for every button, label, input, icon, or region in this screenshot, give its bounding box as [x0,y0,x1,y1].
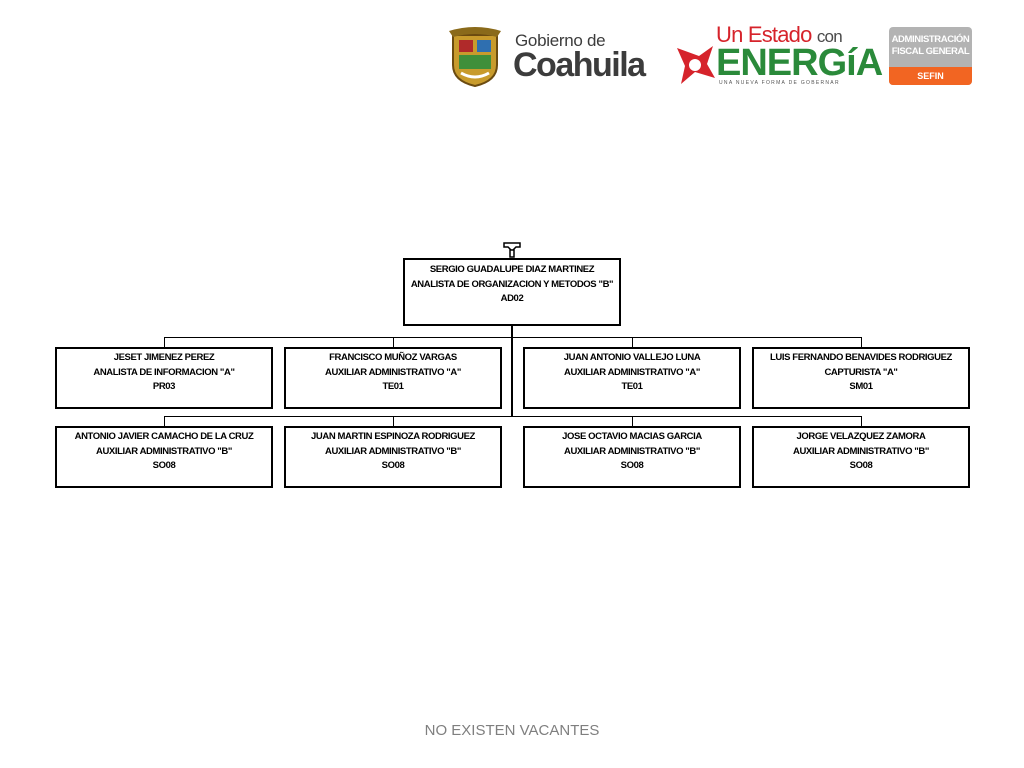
arrow-up-icon[interactable] [503,242,521,258]
node-title: AUXILIAR ADMINISTRATIVO "B" [564,445,700,457]
org-node-root[interactable]: SERGIO GUADALUPE DIAZ MARTINEZ ANALISTA D… [403,258,621,326]
org-node[interactable]: JUAN ANTONIO VALLEJO LUNA AUXILIAR ADMINI… [523,347,741,409]
node-title: AUXILIAR ADMINISTRATIVO "B" [325,445,461,457]
energia-tagline: UNA NUEVA FORMA DE GOBERNAR [719,80,840,86]
node-code: AD02 [500,293,524,304]
coahuila-logo-text: Coahuila [513,46,646,84]
connector-drop-row2 [861,416,862,426]
gobierno-de-text: Gobierno de [515,31,606,50]
node-title: AUXILIAR ADMINISTRATIVO "A" [564,366,700,378]
vacancies-note: NO EXISTEN VACANTES [424,722,600,739]
org-node[interactable]: FRANCISCO MUÑOZ VARGAS AUXILIAR ADMINISTR… [284,347,502,409]
coahuila-coat-of-arms-logo [449,27,501,87]
connector-drop-row1 [393,337,394,347]
org-node[interactable]: JORGE VELAZQUEZ ZAMORA AUXILIAR ADMINISTR… [752,426,970,488]
node-code: SM01 [849,381,873,392]
connector-drop-row1 [632,337,633,347]
node-title: AUXILIAR ADMINISTRATIVO "B" [96,445,232,457]
org-node[interactable]: ANTONIO JAVIER CAMACHO DE LA CRUZ AUXILIA… [55,426,273,488]
node-title: AUXILIAR ADMINISTRATIVO "B" [793,445,929,457]
node-name: ANTONIO JAVIER CAMACHO DE LA CRUZ [74,431,254,442]
node-name: LUIS FERNANDO BENAVIDES RODRIGUEZ [770,352,952,363]
node-name: JOSE OCTAVIO MACIAS GARCIA [562,431,702,442]
energia-logo-text: ENERGíA [716,42,883,84]
node-title: ANALISTA DE INFORMACION "A" [93,366,235,378]
connector-drop-row2 [393,416,394,426]
afg-logo-text: ADMINISTRACIÓN FISCAL GENERAL [889,34,972,58]
node-name: JUAN MARTIN ESPINOZA RODRIGUEZ [311,431,475,442]
connector-drop-row2 [164,416,165,426]
connector-bus-row1 [164,337,862,338]
energia-star-icon [677,46,715,84]
node-name: JUAN ANTONIO VALLEJO LUNA [563,352,701,363]
connector-drop-row2 [632,416,633,426]
org-node[interactable]: JOSE OCTAVIO MACIAS GARCIA AUXILIAR ADMIN… [523,426,741,488]
connector-drop-row1 [164,337,165,347]
node-name: JORGE VELAZQUEZ ZAMORA [796,431,926,442]
connector-spine [511,326,513,417]
node-code: PR03 [152,381,176,392]
node-name: JESET JIMENEZ PEREZ [113,352,215,363]
un-estado-text: Un Estado [716,22,812,47]
node-title: AUXILIAR ADMINISTRATIVO "A" [325,366,461,378]
node-name: SERGIO GUADALUPE DIAZ MARTINEZ [429,264,595,275]
node-code: SO08 [849,460,873,471]
node-code: SO08 [381,460,405,471]
sefin-band: SEFIN [889,67,972,85]
connector-bus-row2 [164,416,862,417]
org-node[interactable]: LUIS FERNANDO BENAVIDES RODRIGUEZ CAPTURI… [752,347,970,409]
org-node[interactable]: JUAN MARTIN ESPINOZA RODRIGUEZ AUXILIAR A… [284,426,502,488]
org-node[interactable]: JESET JIMENEZ PEREZ ANALISTA DE INFORMACI… [55,347,273,409]
afg-line1: ADMINISTRACIÓN [891,34,970,45]
afg-line2: FISCAL GENERAL [891,46,970,57]
node-title: CAPTURISTA "A" [824,366,898,378]
un-estado-con-logo: Un Estado con [716,22,843,48]
node-code: TE01 [621,381,643,392]
node-title: ANALISTA DE ORGANIZACION Y METODOS "B" [410,278,614,290]
node-code: TE01 [382,381,404,392]
node-code: SO08 [620,460,644,471]
con-text: con [816,27,843,46]
node-code: SO08 [152,460,176,471]
connector-drop-row1 [861,337,862,347]
administracion-fiscal-general-logo: ADMINISTRACIÓN FISCAL GENERAL SEFIN [889,27,972,85]
node-name: FRANCISCO MUÑOZ VARGAS [329,352,457,363]
